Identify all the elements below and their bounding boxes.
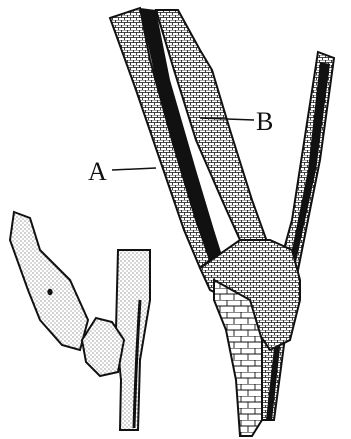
lenticel-dot bbox=[47, 289, 52, 295]
twig-external-view bbox=[10, 212, 150, 430]
twig-side-branch bbox=[10, 212, 88, 350]
main-stem-dark-band bbox=[266, 62, 330, 420]
section-view bbox=[110, 8, 334, 436]
label-a: A bbox=[88, 157, 107, 186]
label-b: B bbox=[256, 107, 273, 136]
label-a-leader bbox=[112, 168, 156, 170]
